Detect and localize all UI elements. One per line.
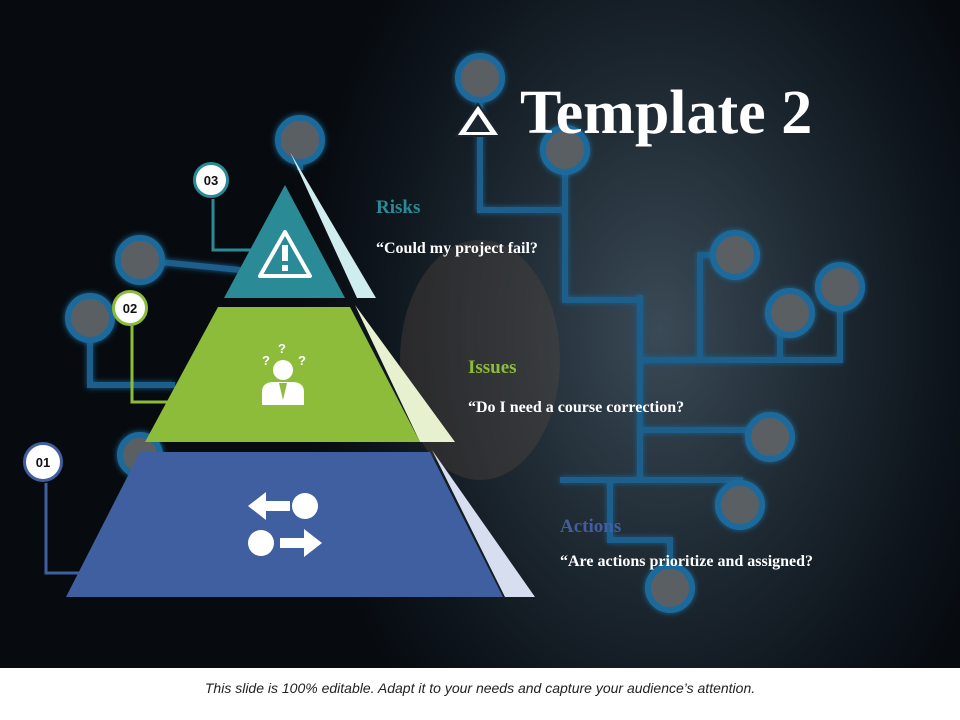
circuit-background: [65, 53, 865, 613]
triangle-logo-icon: [454, 102, 500, 137]
pyramid: ? ? ?: [44, 152, 535, 597]
actions-quote: “Are actions prioritize and assigned?: [560, 553, 814, 570]
swap-arrows-icon: [248, 492, 322, 557]
badge-02: 02: [112, 290, 148, 326]
slide: Template 2 ? ? ?: [0, 0, 960, 668]
confused-person-icon: ? ? ?: [262, 341, 306, 405]
actions-heading: Actions: [560, 516, 622, 537]
svg-text:?: ?: [278, 341, 286, 356]
issues-side-face: [355, 305, 455, 442]
svg-text:?: ?: [298, 353, 306, 368]
tier-risks: [224, 185, 345, 298]
warning-icon: [258, 230, 312, 278]
slide-title: Template 2: [520, 79, 813, 147]
risks-heading: Risks: [376, 197, 421, 218]
connector-01: [44, 483, 88, 575]
tier-actions: [66, 452, 503, 597]
svg-text:?: ?: [262, 353, 270, 368]
badge-03: 03: [193, 162, 229, 198]
risks-side-face: [290, 152, 376, 298]
issues-heading: Issues: [468, 357, 517, 378]
risks-quote: “Could my project fail?: [376, 240, 538, 257]
footer-note: This slide is 100% editable. Adapt it to…: [204, 680, 756, 696]
connector-02: [130, 326, 180, 404]
badge-01: 01: [23, 442, 63, 482]
connector-03: [211, 199, 254, 252]
actions-side-face: [432, 450, 535, 597]
issues-quote: “Do I need a course correction?: [468, 399, 685, 416]
